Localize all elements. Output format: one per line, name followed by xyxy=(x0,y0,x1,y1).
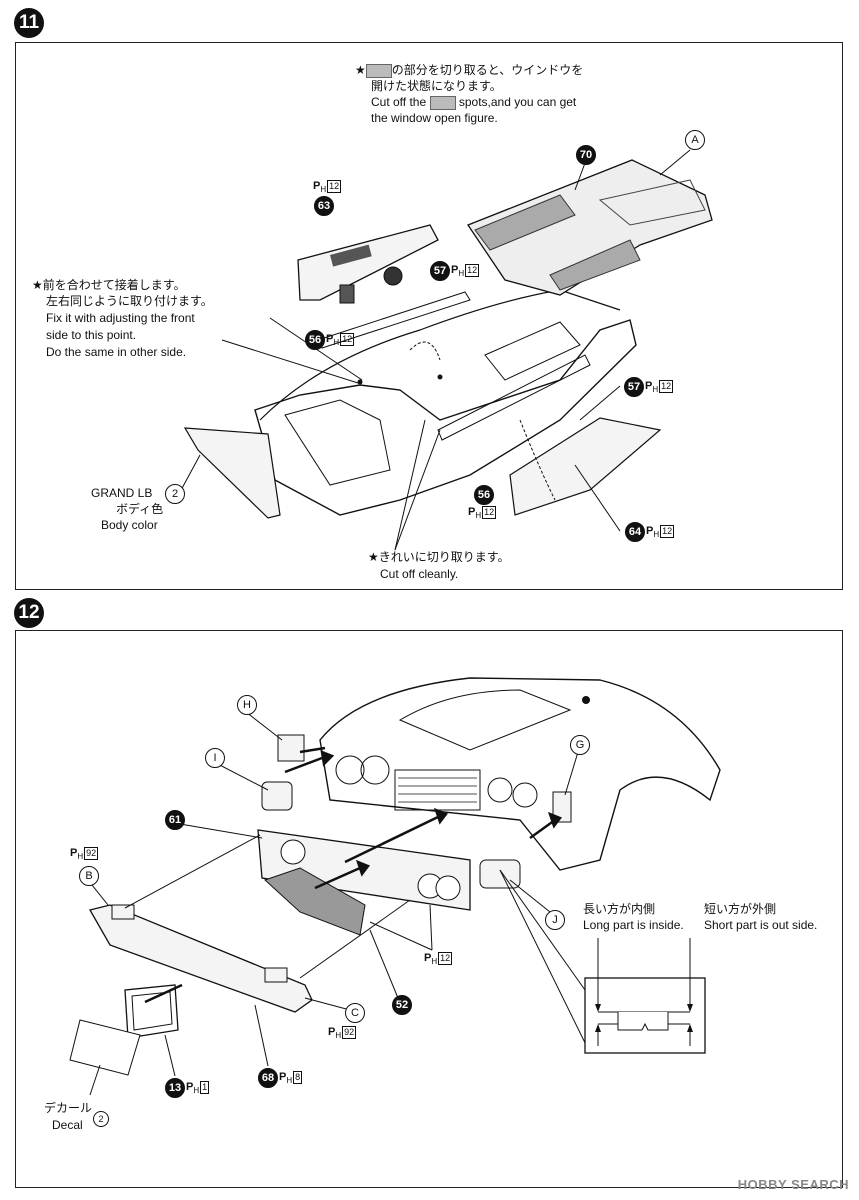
part-56-b: 56 xyxy=(474,485,494,505)
hobby-search-watermark: HOBBY SEARCH xyxy=(737,1177,849,1192)
part-13: 13 xyxy=(165,1078,185,1098)
part-56-a: 56 xyxy=(305,330,325,350)
part-68: 68 xyxy=(258,1068,278,1088)
inset-left-en: Long part is inside. xyxy=(583,918,684,932)
cut-area-swatch xyxy=(365,63,392,78)
part-G: G xyxy=(570,735,590,755)
front-note-line3: Fix it with adjusting the front xyxy=(46,311,195,325)
body-label-line3: Body color xyxy=(101,518,158,532)
part-57-b: 57 xyxy=(624,377,644,397)
inset-right-en: Short part is out side. xyxy=(704,918,818,932)
step-11-panel xyxy=(15,42,843,590)
window-note-line3: Cut off the spots,and you can get xyxy=(371,95,577,110)
part-57-a: 57 xyxy=(430,261,450,281)
part-I: I xyxy=(205,748,225,768)
part-B: B xyxy=(79,866,99,886)
part-H: H xyxy=(237,695,257,715)
body-paint-number: 2 xyxy=(165,484,185,504)
inset-right-jp: 短い方が外側 xyxy=(704,902,777,916)
step-12-panel xyxy=(15,630,843,1188)
step-11-badge: 11 xyxy=(14,8,44,38)
part-C: C xyxy=(345,1003,365,1023)
front-note-line4: side to this point. xyxy=(46,328,137,342)
window-note-line4: the window open figure. xyxy=(371,111,498,125)
cut-note-line2: Cut off cleanly. xyxy=(380,567,459,581)
cut-note-line1: ★きれいに切り取ります。 xyxy=(368,550,510,564)
body-label-line2: ボディ色 xyxy=(116,502,164,516)
decal-label-jp: デカール xyxy=(44,1101,93,1115)
part-61: 61 xyxy=(165,810,185,830)
inset-left-jp: 長い方が内側 xyxy=(583,902,656,916)
step-12-badge: 12 xyxy=(14,598,44,628)
part-64: 64 xyxy=(625,522,645,542)
front-note-line5: Do the same in other side. xyxy=(46,345,187,359)
front-note-line1: ★前を合わせて接着します。 xyxy=(32,278,186,292)
cut-area-swatch-2 xyxy=(429,95,456,110)
part-70: 70 xyxy=(576,145,596,165)
front-note-line2: 左右同じように取り付けます。 xyxy=(46,294,213,308)
decal-number: 2 xyxy=(93,1111,109,1127)
body-label-line1: GRAND LB xyxy=(91,486,153,500)
part-A: A xyxy=(685,130,705,150)
part-63: 63 xyxy=(314,196,334,216)
window-note-line2: 開けた状態になります。 xyxy=(371,79,502,93)
window-note-line1: ★の部分を切り取ると、ウインドウを xyxy=(355,63,584,78)
part-52: 52 xyxy=(392,995,412,1015)
decal-label-en: Decal xyxy=(52,1118,83,1132)
part-J: J xyxy=(545,910,565,930)
